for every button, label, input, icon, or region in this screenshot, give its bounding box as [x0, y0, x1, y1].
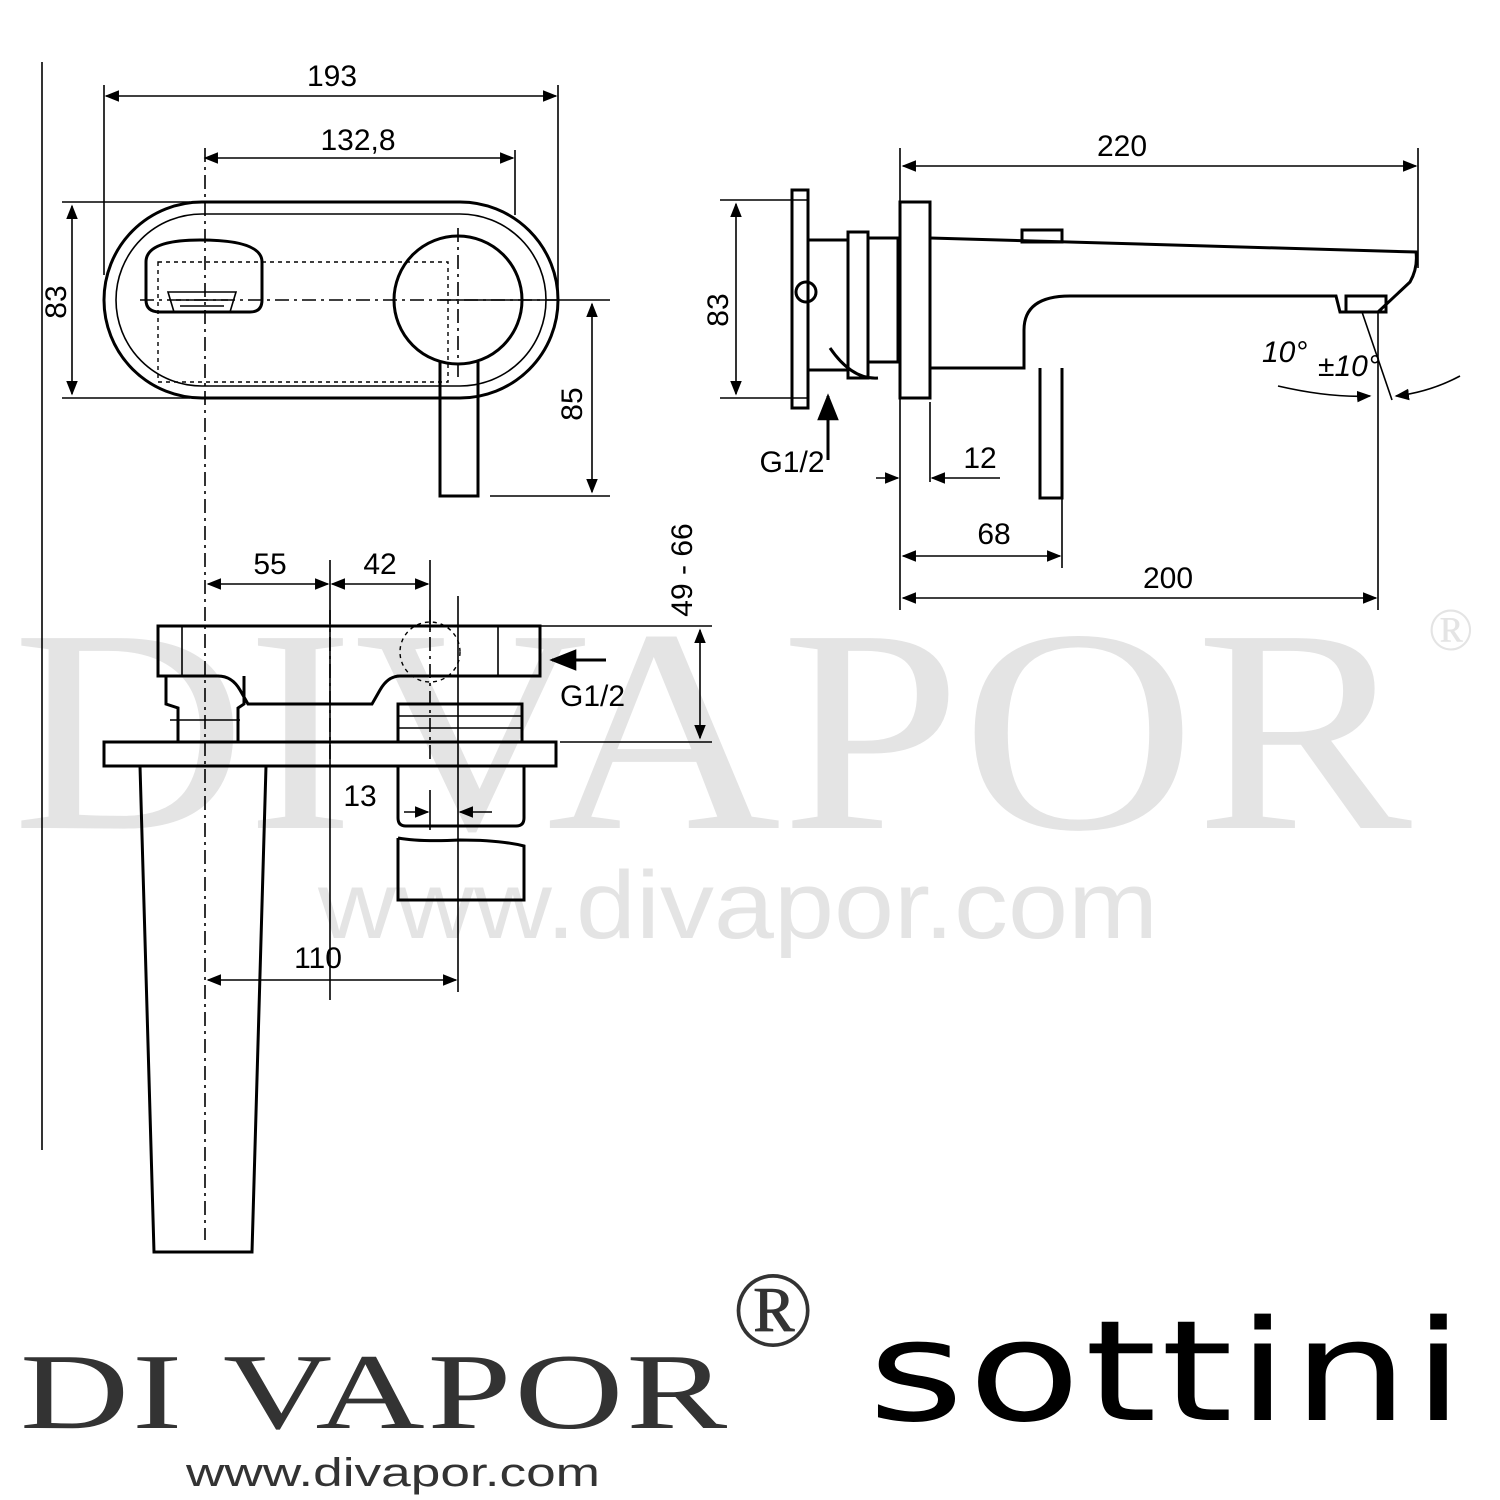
plan-spout — [138, 765, 268, 1254]
dim-angle: 10° — [1262, 336, 1307, 369]
dim-inner-width: 132,8 — [320, 124, 395, 157]
footer-divapor-url: www.divapor.com — [185, 1451, 600, 1495]
dim-height-right: 85 — [556, 387, 589, 420]
dim-spout-offset: 110 — [294, 942, 342, 975]
dim-side-height: 83 — [702, 293, 735, 326]
footer: DI VAPOR ® www.divapor.com sottini — [20, 1251, 1468, 1495]
plan-valve-body — [156, 624, 542, 706]
watermark-registered: ® — [1428, 597, 1474, 663]
watermark-brand: DIVAPOR — [12, 570, 1414, 891]
watermark: DIVAPOR ® www.divapor.com — [12, 570, 1474, 959]
dim-depth-range: 49 - 66 — [666, 523, 699, 616]
side-lever — [1038, 368, 1064, 500]
dim-plate-thickness: 12 — [963, 442, 996, 475]
dim-plan-inlet: G1/2 — [560, 680, 625, 713]
plan-view: 55 42 49 - 66 G1/2 13 110 — [102, 523, 712, 1254]
side-spout — [929, 236, 1418, 370]
dim-gap: 13 — [343, 780, 376, 813]
mixer-lever — [438, 362, 480, 498]
dim-angle-tolerance: ±10° — [1318, 350, 1380, 383]
watermark-url: www.divapor.com — [317, 852, 1158, 959]
front-view: 193 132,8 83 85 — [40, 60, 610, 1240]
plan-wall-plate — [102, 740, 558, 768]
spout-outlet — [144, 238, 264, 314]
dim-lever-depth: 68 — [977, 518, 1010, 551]
plan-handle — [396, 766, 526, 828]
footer-sottini-logo: sottini — [868, 1291, 1468, 1454]
dim-projection: 200 — [1143, 562, 1193, 595]
dim-side-inlet: G1/2 — [759, 446, 824, 479]
side-wall-plate — [898, 200, 932, 400]
footer-divapor-logo: DI VAPOR — [20, 1333, 730, 1452]
dim-height-left: 83 — [40, 285, 73, 318]
dim-overall-width: 193 — [307, 60, 357, 93]
dim-spout-length: 220 — [1097, 130, 1147, 163]
side-view: 220 83 G1/2 12 68 200 10° ±10° — [702, 130, 1461, 610]
footer-divapor-registered: ® — [732, 1251, 816, 1370]
dim-offset-b: 42 — [363, 548, 396, 581]
dim-offset-a: 55 — [253, 548, 286, 581]
